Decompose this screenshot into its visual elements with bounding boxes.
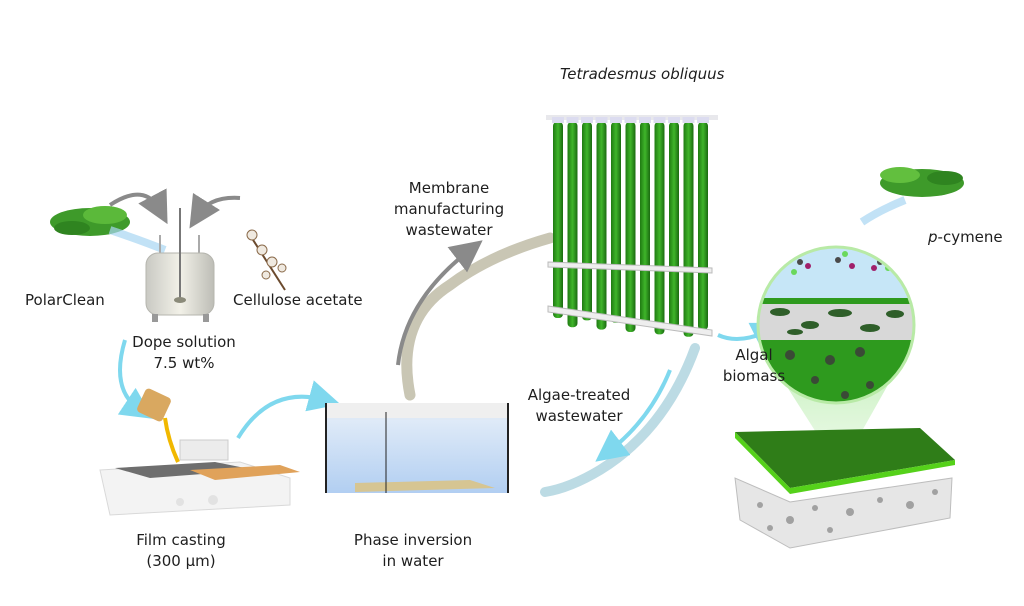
label-phase-inversion-line1: Phase inversion [353, 531, 473, 549]
arrow-treated-down [595, 369, 672, 462]
cellulose-cotton-icon [246, 229, 287, 291]
tube-cap [653, 117, 666, 123]
label-algal-biomass-line2: biomass [722, 367, 786, 385]
label-p-cymene: p-cymene [928, 227, 1003, 248]
tube-cap [624, 117, 637, 123]
arrow-wastewater-up [396, 240, 483, 366]
tube-cap [552, 117, 564, 123]
tube [640, 122, 650, 326]
label-species: Tetradesmus obliquus [560, 65, 725, 83]
label-algae-treated: Algae-treated wastewater [520, 385, 638, 427]
label-dope-solution-line2: 7.5 wt% [153, 354, 215, 372]
film-casting-machine-icon [99, 388, 300, 516]
tube [683, 122, 694, 337]
tube-rack-base [547, 305, 713, 337]
tube [553, 122, 563, 318]
tube-cap [682, 117, 695, 123]
phase-inversion-tank-icon [325, 403, 509, 493]
label-algae-treated-line1: Algae-treated [527, 386, 631, 404]
polarclean-plant-icon [50, 206, 167, 254]
label-film-casting-line2: (300 μm) [146, 552, 216, 570]
tube-cap [639, 117, 651, 123]
label-membrane-wastewater-line3: wastewater [405, 221, 493, 239]
arrow-cellulose-to-jar [189, 192, 241, 229]
tube-cap [697, 117, 709, 123]
p-cymene-plant-icon [859, 167, 964, 226]
tube [654, 122, 665, 335]
dope-solution-reactor-icon [145, 208, 215, 322]
photobioreactor-tubes-icon [546, 115, 718, 337]
membrane-slab-icon [734, 428, 955, 549]
label-algae-treated-line2: wastewater [535, 407, 623, 425]
label-membrane-wastewater-line2: manufacturing [393, 200, 505, 218]
label-film-casting-line1: Film casting [136, 531, 226, 549]
tube [698, 122, 708, 330]
label-dope-solution: Dope solution 7.5 wt% [130, 332, 238, 374]
tube [582, 122, 592, 321]
label-algal-biomass: Algal biomass [718, 345, 790, 387]
tube-cap [566, 117, 579, 123]
arrow-dope-to-casting [117, 339, 154, 419]
tube-cap [595, 117, 608, 123]
arrow-polarclean-to-jar [108, 188, 168, 225]
label-membrane-wastewater: Membrane manufacturing wastewater [390, 178, 508, 241]
arrow-casting-to-tank [236, 380, 341, 440]
tube-rack-middle [547, 261, 713, 274]
tube [625, 122, 636, 332]
tube [611, 122, 621, 323]
tube-cap [581, 117, 593, 123]
label-p-cymene-prefix: p [928, 228, 938, 246]
label-cellulose-acetate: Cellulose acetate [233, 291, 363, 309]
tube [567, 122, 578, 328]
label-film-casting: Film casting (300 μm) [133, 530, 229, 572]
label-p-cymene-suffix: -cymene [937, 228, 1003, 246]
label-phase-inversion: Phase inversion in water [350, 530, 476, 572]
tube-cap [668, 117, 680, 123]
label-membrane-wastewater-line1: Membrane [408, 179, 490, 197]
label-phase-inversion-line2: in water [382, 552, 444, 570]
label-polarclean: PolarClean [25, 291, 105, 309]
tube [669, 122, 679, 328]
tube [596, 122, 607, 330]
membrane-wastewater-stream [401, 232, 556, 401]
label-dope-solution-line1: Dope solution [132, 333, 236, 351]
tube-cap [610, 117, 622, 123]
label-algal-biomass-line1: Algal [735, 346, 773, 364]
